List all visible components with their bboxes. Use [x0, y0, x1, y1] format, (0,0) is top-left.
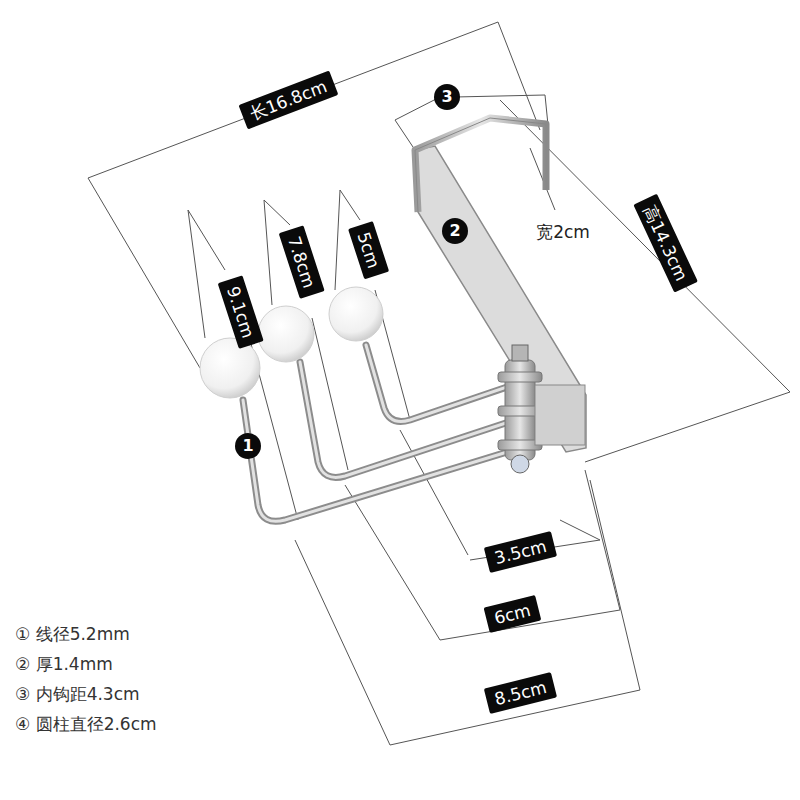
- length-dimension: 长16.8cm: [238, 70, 338, 129]
- door-bracket: [415, 118, 586, 452]
- ball: [258, 306, 314, 362]
- ball: [200, 338, 260, 398]
- dimension-lines: [88, 22, 790, 745]
- hook-wires: [243, 345, 520, 521]
- callout-number: 3: [434, 84, 460, 110]
- dimension-line: [340, 190, 360, 220]
- spec-note: ③ 内钩距4.3cm: [15, 684, 140, 704]
- width-line: [395, 97, 440, 120]
- extension-line: [585, 392, 790, 462]
- reach-dimension: 8.5cm: [483, 672, 556, 714]
- ball: [329, 287, 383, 341]
- callout-number: 2: [442, 218, 468, 244]
- leader-line: [295, 540, 390, 745]
- width-dimension: 宽2cm: [534, 222, 592, 242]
- extension-line: [498, 22, 540, 130]
- reach-dimension: 3.5cm: [483, 531, 556, 573]
- leader-line: [390, 480, 640, 745]
- dimension-line: [264, 200, 290, 225]
- spec-note: ② 厚1.4mm: [15, 654, 113, 674]
- bolt-head: [511, 455, 529, 473]
- bracket-top: [415, 118, 546, 212]
- reach-dimension: 6cm: [483, 595, 541, 633]
- dimension-line: [188, 210, 225, 270]
- wire: [366, 345, 510, 422]
- hook-dimension: 5cm: [347, 221, 388, 279]
- leader-line: [345, 485, 440, 640]
- hook-dimension: 7.8cm: [278, 225, 324, 299]
- wire: [366, 345, 510, 422]
- extension-line: [188, 210, 205, 338]
- extension-line: [335, 190, 340, 290]
- bracket-edge: [415, 118, 546, 212]
- callout-number: 1: [235, 433, 261, 459]
- extension-line: [395, 120, 415, 150]
- cylinder-ring: [498, 372, 542, 382]
- extension-line: [264, 200, 272, 305]
- spec-note: ④ 圆柱直径2.6cm: [15, 714, 157, 734]
- leader-line: [440, 470, 620, 640]
- extension-line: [88, 178, 200, 368]
- spec-note: ① 线径5.2mm: [15, 624, 130, 644]
- height-dimension: 高14.3cm: [633, 194, 698, 293]
- bolt-nut: [512, 345, 528, 361]
- hook-dimension: 9.1cm: [217, 275, 263, 349]
- mount-plate: [535, 385, 585, 445]
- pivot-cylinder: [498, 345, 585, 473]
